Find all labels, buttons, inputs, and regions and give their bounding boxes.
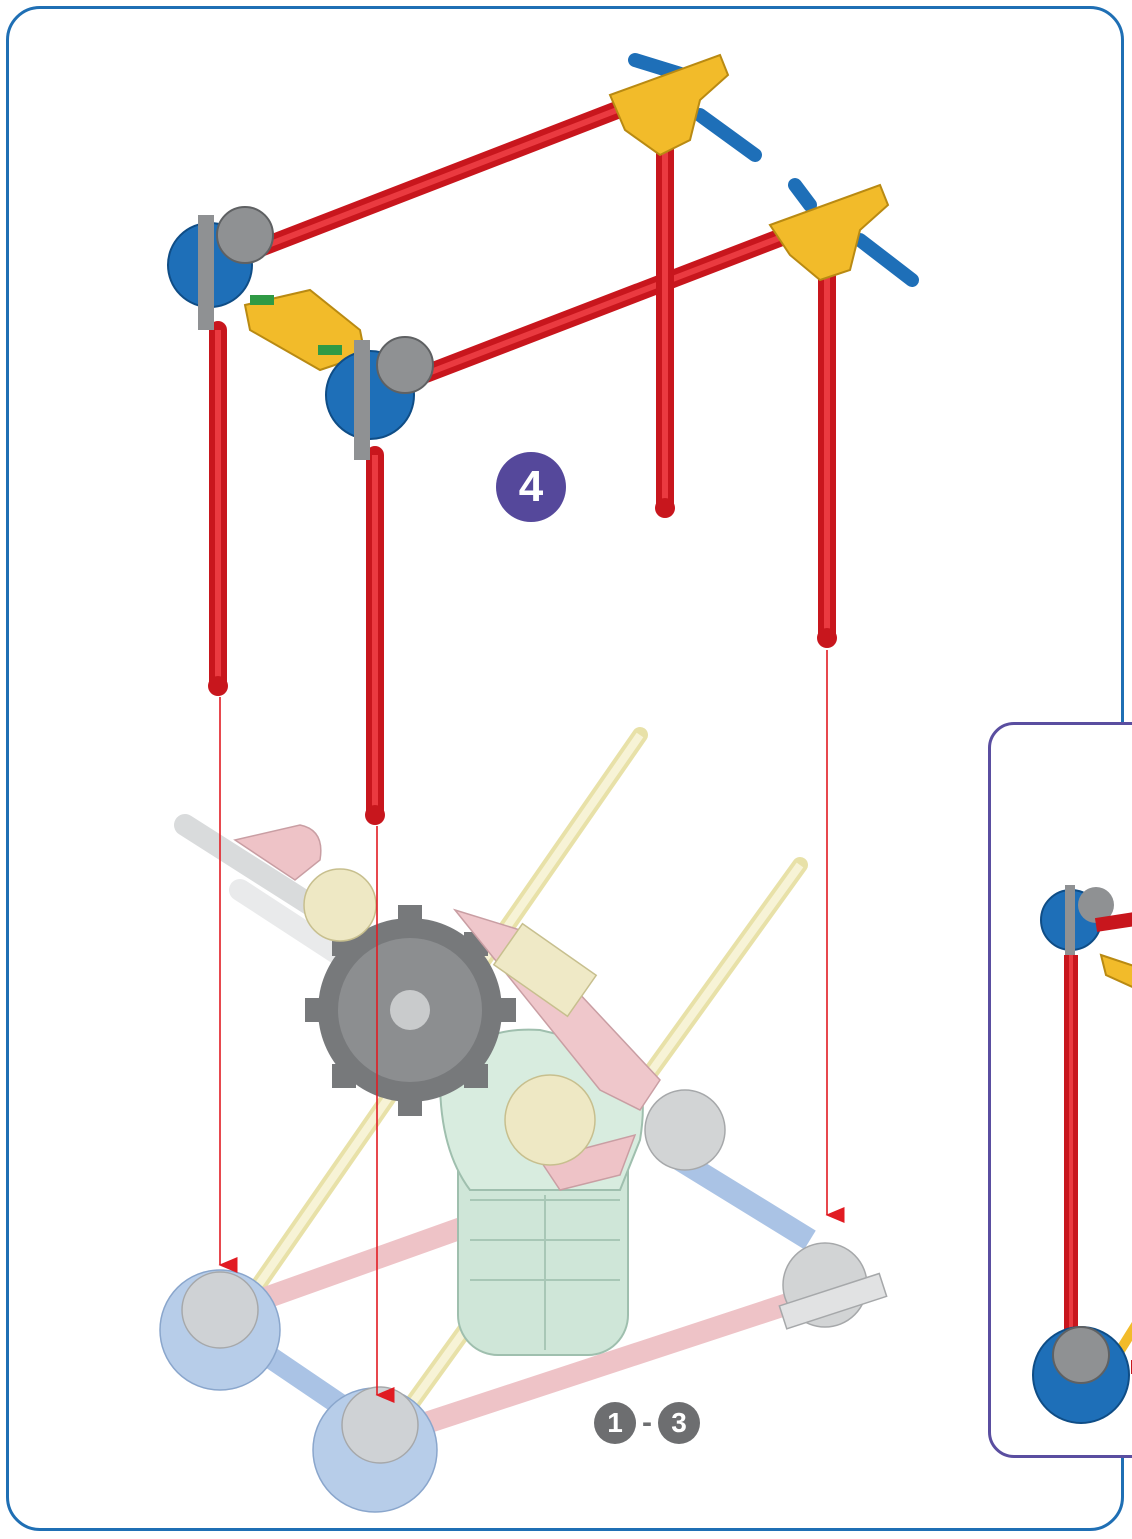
rod-red-vertical — [817, 255, 837, 648]
inset-detail-panel — [988, 722, 1132, 1458]
reference-end-badge: 3 — [658, 1402, 700, 1444]
step-number: 4 — [519, 462, 543, 512]
top-frame-assembly — [168, 55, 912, 825]
reference-separator: - — [642, 1406, 652, 1440]
rod-red-vertical — [365, 455, 385, 825]
connector-blue-faded — [160, 1270, 437, 1512]
reference-start-badge: 1 — [594, 1402, 636, 1444]
base-assembly — [160, 735, 887, 1512]
rod-red — [410, 230, 800, 380]
inset-connector-yellow — [1101, 955, 1132, 1365]
step-number-badge: 4 — [496, 452, 566, 522]
inset-diagram — [991, 725, 1132, 1458]
previous-steps-reference: 1 - 3 — [594, 1400, 700, 1446]
rod-red — [255, 105, 630, 250]
inset-connector-base — [1033, 1327, 1132, 1423]
rod-red-vertical — [208, 330, 228, 696]
rod-red-vertical — [655, 130, 675, 518]
